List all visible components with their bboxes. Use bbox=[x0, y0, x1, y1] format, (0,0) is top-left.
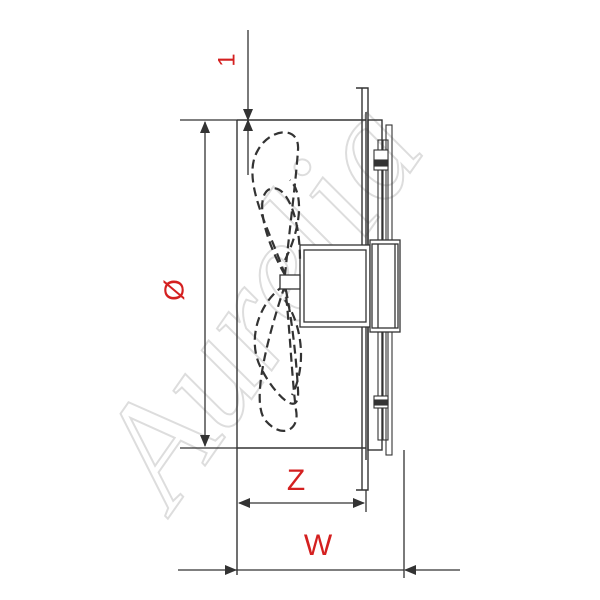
z-label: Z bbox=[287, 464, 305, 497]
w-label: W bbox=[304, 529, 333, 562]
hub bbox=[279, 274, 301, 290]
fan-housing bbox=[236, 119, 366, 575]
motor bbox=[299, 239, 401, 333]
z-dimension bbox=[238, 490, 367, 512]
diameter-dimension bbox=[180, 119, 237, 449]
gap-label: 1 bbox=[213, 53, 240, 66]
diameter-label: Ø bbox=[158, 279, 189, 301]
w-dimension bbox=[178, 450, 460, 578]
